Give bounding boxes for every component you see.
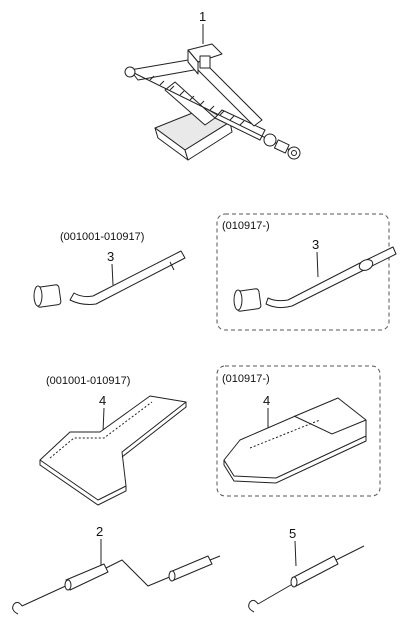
jack-base-front: [184, 121, 233, 161]
extension-bar-tube: [291, 555, 339, 587]
tool-bag-new-illustration: (010917-) 4: [216, 365, 381, 497]
jack-handle-rod: [21, 583, 71, 607]
extension-bar-illustration: 5: [248, 526, 365, 613]
part-number-jack-handle: 2: [96, 524, 103, 539]
part-number-wrench-new: 3: [312, 237, 319, 252]
wrench-new-frame: [216, 213, 390, 331]
extension-bar-collar: [290, 576, 298, 588]
tool-bag-new-frame: [216, 365, 381, 497]
extension-bar-hook: [248, 599, 259, 613]
jack-illustration: 1: [124, 9, 301, 161]
range-label-tool-bag-new: (010917-): [222, 373, 270, 385]
range-label-wrench-new: (010917-): [222, 220, 270, 232]
tool-bag-old-edge: [121, 402, 187, 458]
wrench-new-illustration: (010917-) 3: [216, 213, 397, 331]
jack-handle-crank: [105, 559, 173, 587]
extension-bar-rod: [257, 581, 297, 605]
jack-screw-thread: [149, 75, 245, 126]
tool-bag-new-stitching: [249, 419, 321, 449]
jack-drive-block: [273, 139, 290, 154]
part-number-extension-bar: 5: [289, 526, 296, 541]
jack-handle-grip: [65, 563, 109, 591]
part-number-wrench-old: 3: [107, 249, 114, 264]
jack-handle-illustration: 2: [12, 524, 221, 615]
jack-eye-hole: [291, 150, 297, 156]
jack-handle-sleeve: [169, 555, 213, 581]
leader-line-wrench-old: [111, 263, 114, 286]
tool-bag-old-body: [39, 395, 187, 501]
tool-bag-old-thickness: [39, 460, 127, 506]
wrench-new-hex-head: [358, 259, 374, 271]
jack-screw: [131, 71, 291, 151]
part-number-jack: 1: [199, 9, 206, 24]
part-number-tool-bag-new: 4: [263, 393, 270, 408]
tool-bag-new-body: [223, 397, 367, 479]
wrench-old-shaft-mark: [169, 261, 175, 271]
jack-eye: [287, 146, 301, 160]
tool-bag-new-flap: [293, 415, 367, 435]
jack-left-nut: [124, 66, 136, 78]
jack-saddle-slot: [199, 55, 211, 69]
jack-saddle-side: [187, 49, 199, 75]
leader-line-wrench-new: [316, 251, 319, 278]
leader-line-extension-bar: [294, 540, 297, 567]
wrench-old-shaft: [69, 250, 186, 305]
range-label-wrench-old: (001001-010917): [60, 231, 144, 243]
wrench-old-illustration: (001001-010917) 3: [33, 231, 186, 308]
tool-bag-new-thickness: [223, 436, 367, 484]
jack-handle-hook: [12, 601, 23, 615]
jack-handle-grip-end: [64, 579, 72, 591]
leader-line-tool-bag-old: [102, 407, 105, 433]
jack-handle-tip: [209, 555, 221, 561]
part-number-tool-bag-old: 4: [99, 393, 106, 408]
wrench-new-socket-face: [233, 289, 243, 311]
extension-bar-tip: [335, 545, 365, 561]
tool-bag-old-illustration: (001001-010917) 4: [39, 375, 187, 506]
wrench-old-socket-face: [33, 285, 43, 307]
wrench-new-shaft: [265, 246, 397, 309]
range-label-tool-bag-old: (001001-010917): [46, 375, 130, 387]
jack-right-nut: [263, 133, 277, 147]
jack-handle-sleeve-end: [168, 570, 176, 582]
